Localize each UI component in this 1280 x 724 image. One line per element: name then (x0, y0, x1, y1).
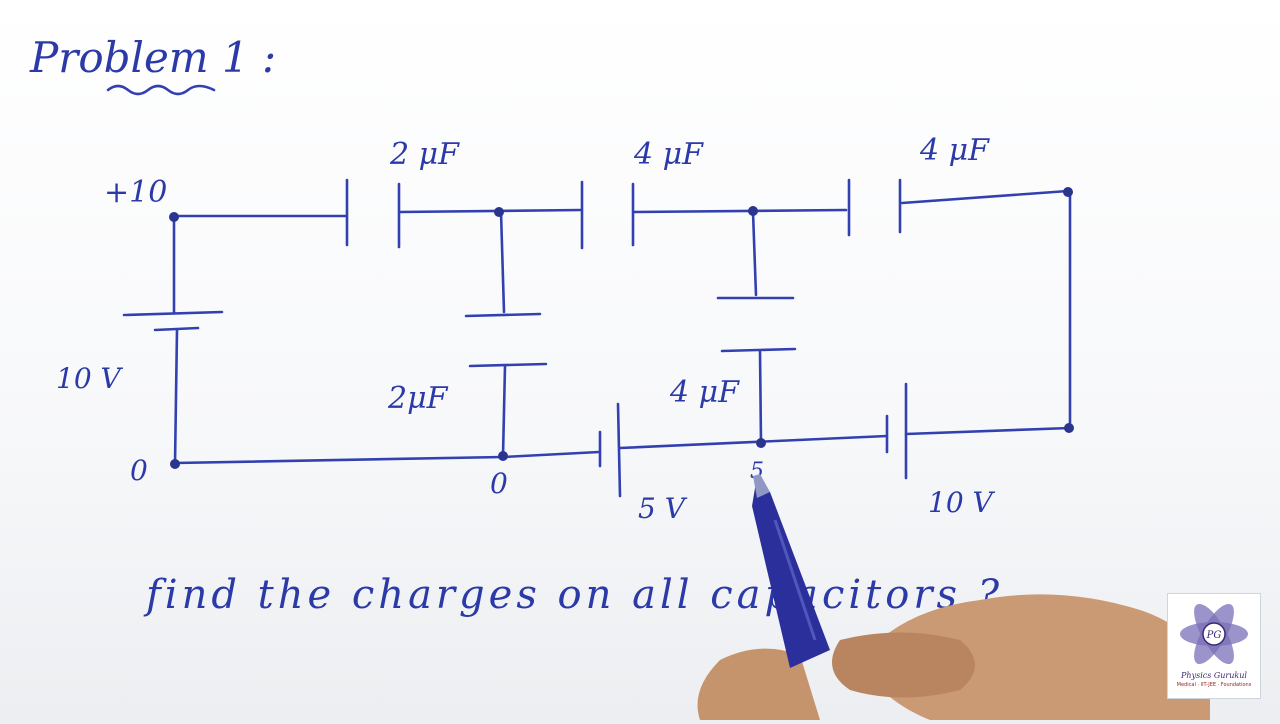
wire-vert1-upper (499, 210, 506, 314)
node-top-left (169, 212, 179, 222)
atom-icon: PG (1180, 603, 1248, 665)
cap-vert1-plate-bottom (468, 362, 548, 368)
wire-vert2-upper (751, 210, 758, 297)
label-battery-right: 10 V (928, 486, 996, 519)
svg-text:PG: PG (1206, 630, 1222, 641)
node-top-mid2 (748, 206, 758, 216)
label-node-bottom-mid: 0 (490, 467, 508, 500)
wire-top-2 (398, 208, 583, 214)
label-battery-left: 10 V (56, 362, 124, 395)
wire-top-3 (632, 208, 848, 214)
watermark-subtitle: Medical · IIT-JEE · Foundations (1176, 682, 1252, 688)
label-node-bottom-left: 0 (130, 454, 148, 487)
wire-left-lower (173, 328, 179, 466)
question-text: find the charges on all capacitors ? (143, 572, 1003, 618)
node-top-mid1 (494, 207, 504, 217)
node-bottom-left (170, 459, 180, 469)
wire-bottom-4 (904, 426, 1072, 436)
node-bottom-mid1 (498, 451, 508, 461)
node-top-right (1063, 187, 1073, 197)
watermark-logo: PG Physics Gurukul Medical · IIT-JEE · F… (1167, 593, 1261, 699)
cap-vert1-plate-top (464, 312, 542, 318)
label-cap-top1: 2 μF (389, 137, 460, 172)
label-cap-top2: 4 μF (633, 137, 704, 172)
title-underline (106, 84, 216, 96)
node-bottom-right (1064, 423, 1074, 433)
problem-title: Problem 1 : (29, 33, 276, 82)
label-cap-top3: 4 μF (919, 133, 990, 168)
wire-top-4 (900, 189, 1070, 205)
battery-mid-long-plate (616, 402, 622, 498)
label-top-left-potential: +10 (104, 175, 167, 210)
watermark-title: Physics Gurukul (1181, 671, 1247, 680)
battery-left-long-plate (122, 310, 224, 317)
wire-bottom-3 (618, 434, 889, 450)
wire-vert1-lower (501, 364, 507, 458)
wire-bottom-2 (501, 450, 601, 459)
label-cap-vert2: 4 μF (669, 375, 740, 410)
hand-with-pen (697, 474, 1210, 720)
label-cap-vert1: 2μF (387, 381, 449, 416)
wire-bottom-1 (173, 455, 505, 465)
node-bottom-mid2 (756, 438, 766, 448)
wire-vert2-lower (758, 349, 763, 445)
label-battery-mid: 5 V (638, 492, 688, 525)
cap-vert2-plate-bottom (720, 347, 797, 353)
